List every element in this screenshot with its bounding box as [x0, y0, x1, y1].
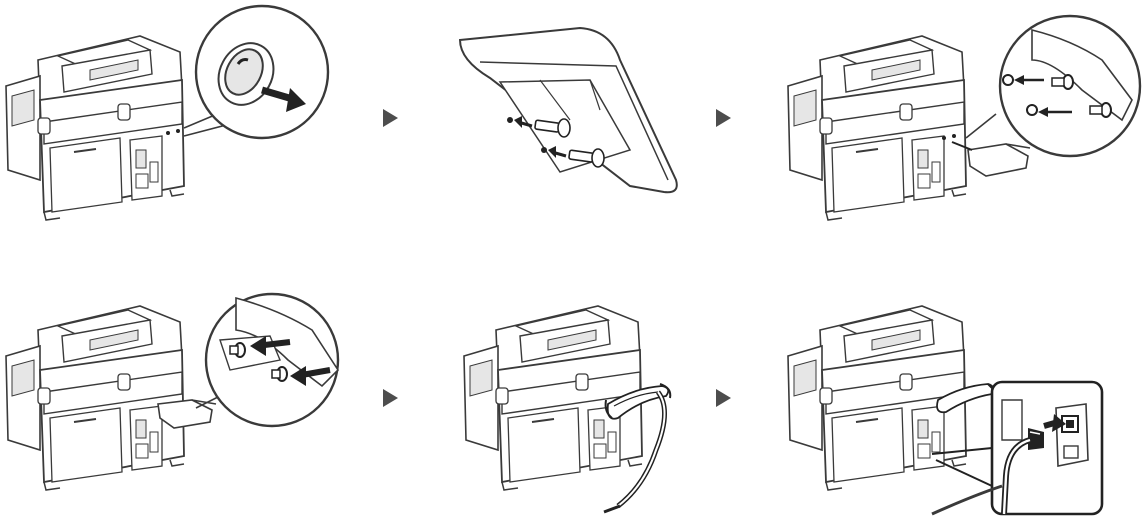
step-5-panel: [458, 300, 708, 514]
next-step-arrow: [716, 389, 731, 407]
printer-icon: [464, 306, 642, 490]
step-6-illustration: [782, 300, 1147, 514]
step-3-panel: [782, 0, 1147, 240]
step-5-illustration: [458, 300, 708, 514]
step-4-illustration: [0, 300, 320, 514]
step-4-panel: [0, 300, 320, 514]
phone-jack-inset-icon: [992, 382, 1102, 514]
step-2-illustration: [440, 0, 690, 240]
next-step-arrow: [716, 109, 731, 127]
printer-icon: [6, 36, 184, 220]
printer-icon: [6, 306, 184, 490]
screw-hole-icon: [176, 129, 180, 133]
cap-removal-magnifier-icon: [196, 6, 328, 138]
step-2-panel: [440, 0, 690, 240]
step-6-panel: [782, 300, 1147, 514]
step-3-illustration: [782, 0, 1147, 240]
step-1-illustration: [0, 0, 320, 240]
printer-icon: [788, 36, 966, 220]
screw-hole-icon: [166, 131, 170, 135]
callout-line: [966, 114, 996, 138]
next-step-arrow: [383, 389, 398, 407]
screw-alignment-magnifier-icon: [1000, 16, 1140, 156]
handset-holder-underside-icon: [460, 28, 677, 192]
next-step-arrow: [383, 109, 398, 127]
holder-attach-magnifier-icon: [206, 294, 338, 426]
step-1-panel: [0, 0, 320, 240]
